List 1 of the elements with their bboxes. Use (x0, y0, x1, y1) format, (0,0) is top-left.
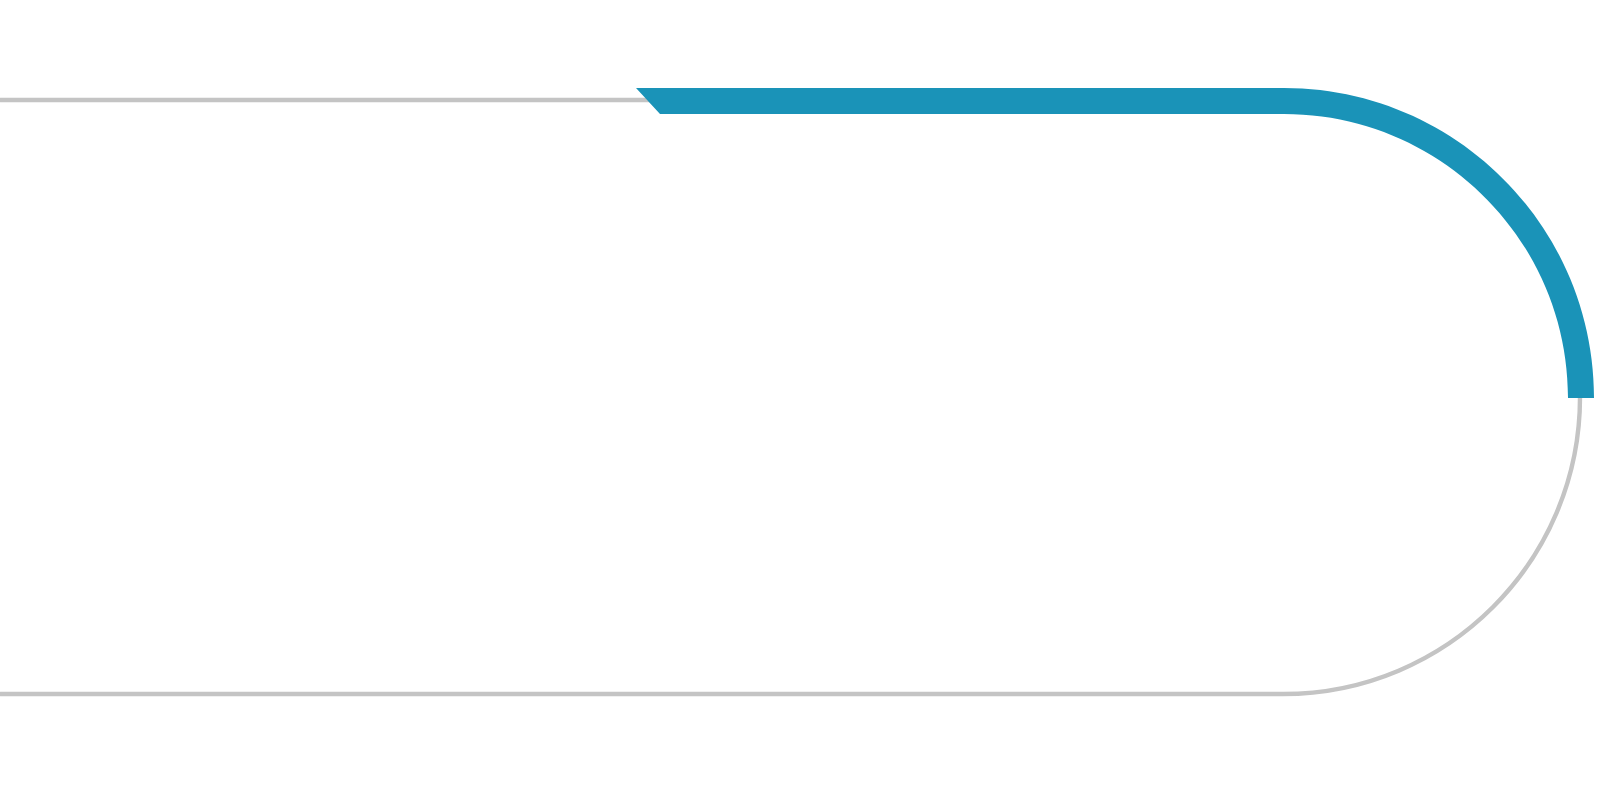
track-drawing (0, 88, 1594, 697)
